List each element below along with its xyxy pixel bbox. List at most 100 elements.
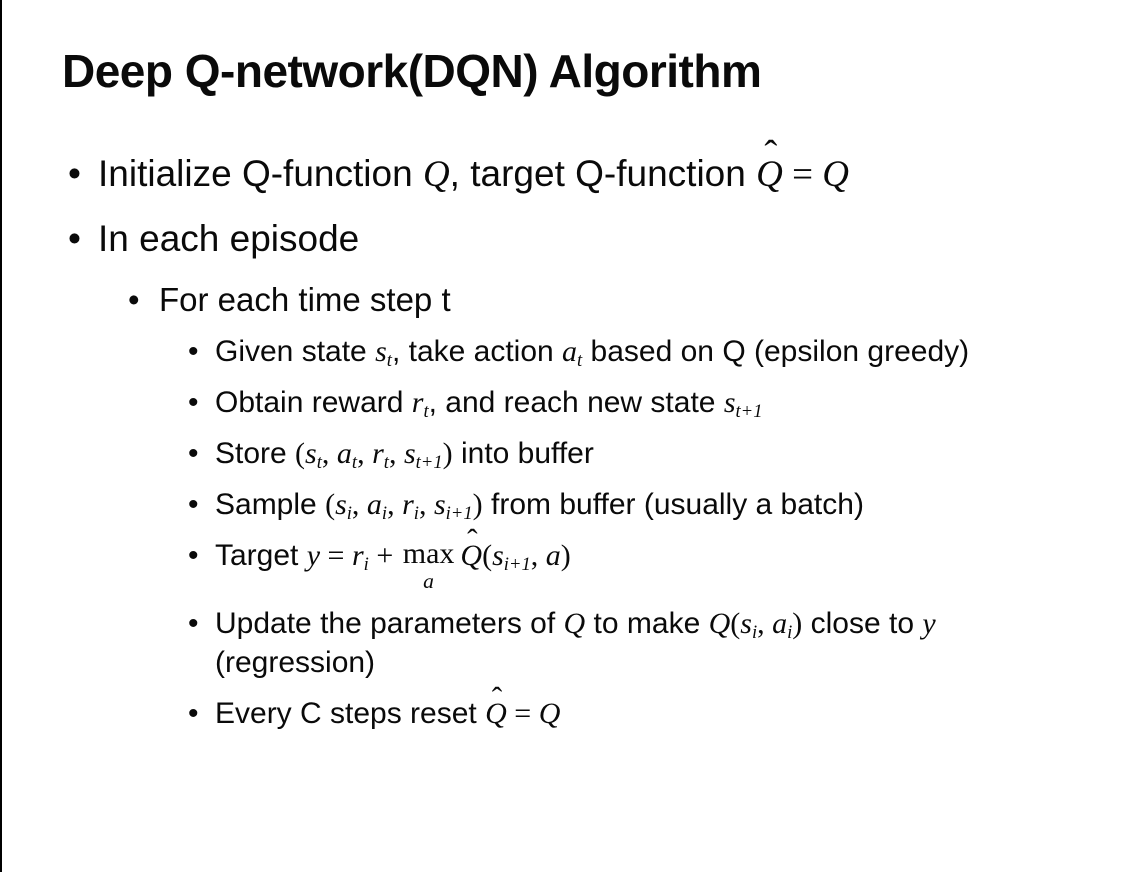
math-variable: Q <box>563 607 586 641</box>
math-operator: , <box>418 488 434 522</box>
math-subscript: t <box>383 452 389 474</box>
math-operator: ) <box>442 437 453 471</box>
math-operator: ) <box>792 607 803 641</box>
math-variable: Q <box>756 154 783 195</box>
math-variable-subscripted: st+1 <box>403 437 443 474</box>
math-variable-subscripted: rt <box>372 437 389 474</box>
text-segment: , and reach new state <box>428 386 724 420</box>
math-subscript: t <box>577 350 583 372</box>
text-segment: Store <box>215 437 296 471</box>
math-variable: y <box>306 539 321 573</box>
max-under-variable: a <box>423 568 434 593</box>
math-subscript: i <box>346 503 352 525</box>
math-operator: , <box>530 539 546 573</box>
math-subscript: i+1 <box>445 503 473 525</box>
math-subscript: t <box>316 452 322 474</box>
text-segment: Given state <box>215 335 376 369</box>
math-operator: , <box>388 437 404 471</box>
math-variable-subscripted: at <box>562 335 583 372</box>
math-operator: ) <box>472 488 483 522</box>
math-variable-subscripted: at <box>336 437 358 474</box>
bullet-icon: • <box>188 607 199 641</box>
text-segment: (regression) <box>215 646 376 680</box>
bullet-icon: • <box>188 386 199 420</box>
math-variable: Q <box>485 697 507 731</box>
text-segment: into buffer <box>452 437 594 471</box>
text-segment: For each time step t <box>159 281 451 319</box>
math-variable: y <box>922 607 936 641</box>
math-variable-subscripted: si <box>740 607 758 644</box>
bullet-text: Given state st, take action at based on … <box>215 332 969 371</box>
bullet-item: • In each episode <box>0 215 1124 263</box>
math-subscript: t <box>423 401 429 423</box>
math-operator: , <box>357 437 373 471</box>
bullet-item: •For each time step t <box>0 279 1124 322</box>
bullet-text: Sample (si, ai, ri, si+1) from buffer (u… <box>215 485 864 524</box>
bullet-icon: • <box>188 539 199 573</box>
math-operator: , <box>757 607 773 641</box>
math-variable: Q <box>460 539 483 573</box>
math-subscript: i <box>413 503 419 525</box>
math-variable-subscripted: rt <box>411 386 429 423</box>
math-variable-subscripted: ai <box>366 488 388 525</box>
bullet-text: In each episode <box>98 215 359 263</box>
math-variable-subscripted: si+1 <box>492 539 531 576</box>
text-segment: , take action <box>391 335 563 369</box>
math-operator: , <box>387 488 403 522</box>
math-operator: = <box>506 697 539 731</box>
math-variable-subscripted: si+1 <box>433 488 473 525</box>
text-segment: close to <box>802 607 923 641</box>
math-operator: , <box>351 488 367 522</box>
bullet-text: Update the parameters of Q to make Q(si,… <box>215 604 1083 682</box>
text-segment: , target Q-function <box>449 153 757 194</box>
math-subscript: t+1 <box>415 452 443 474</box>
math-variable: a <box>545 539 561 573</box>
text-segment: Initialize Q-function <box>98 153 423 194</box>
bullet-list: •Initialize Q-function Q, target Q-funct… <box>0 135 1124 745</box>
slide-left-border <box>0 0 2 872</box>
math-variable-subscripted: si <box>335 488 352 525</box>
math-variable-subscripted: ai <box>772 607 793 644</box>
bullet-icon: • <box>68 218 81 260</box>
math-subscript: i+1 <box>503 554 531 576</box>
math-variable-subscripted: ri <box>351 539 369 576</box>
text-segment: Target <box>215 539 307 573</box>
bullet-icon: • <box>188 488 199 522</box>
bullet-text: Obtain reward rt, and reach new state st… <box>215 383 763 422</box>
text-segment: In each episode <box>98 218 360 260</box>
math-operator: ( <box>730 607 741 641</box>
hat-accent: ˆ <box>764 133 778 177</box>
math-variable: Q <box>822 154 849 195</box>
bullet-icon: • <box>188 335 199 369</box>
text-segment: based on Q (epsilon greedy) <box>582 335 970 369</box>
bullet-icon: • <box>188 697 199 731</box>
bullet-icon: • <box>188 437 199 471</box>
hat-accent: ˆ <box>491 680 503 716</box>
math-subscript: i <box>363 554 369 576</box>
math-variable: Q <box>538 697 561 731</box>
math-operator: = <box>320 539 352 573</box>
bullet-icon: • <box>68 153 81 194</box>
text-segment: Every C steps reset <box>215 697 486 731</box>
math-variable-subscripted: st+1 <box>723 386 763 423</box>
bullet-text: Initialize Q-function Q, target Q-functi… <box>98 135 849 199</box>
math-subscript: t <box>351 452 358 474</box>
math-subscript: i <box>751 622 758 644</box>
math-subscript: t <box>386 350 392 372</box>
math-operator: ( <box>325 488 336 522</box>
page-title: Deep Q-network(DQN) Algorithm <box>62 45 762 97</box>
math-variable: Q <box>708 607 731 641</box>
text-segment: Obtain reward <box>215 386 412 420</box>
bullet-item: •Initialize Q-function Q, target Q-funct… <box>0 135 1124 199</box>
math-subscript: i <box>787 622 793 644</box>
bullet-item: •Store (st, at, rt, st+1) into buffer <box>0 434 1124 473</box>
text-segment: from buffer (usually a batch) <box>482 488 864 522</box>
text-segment: Update the parameters of <box>215 607 564 641</box>
